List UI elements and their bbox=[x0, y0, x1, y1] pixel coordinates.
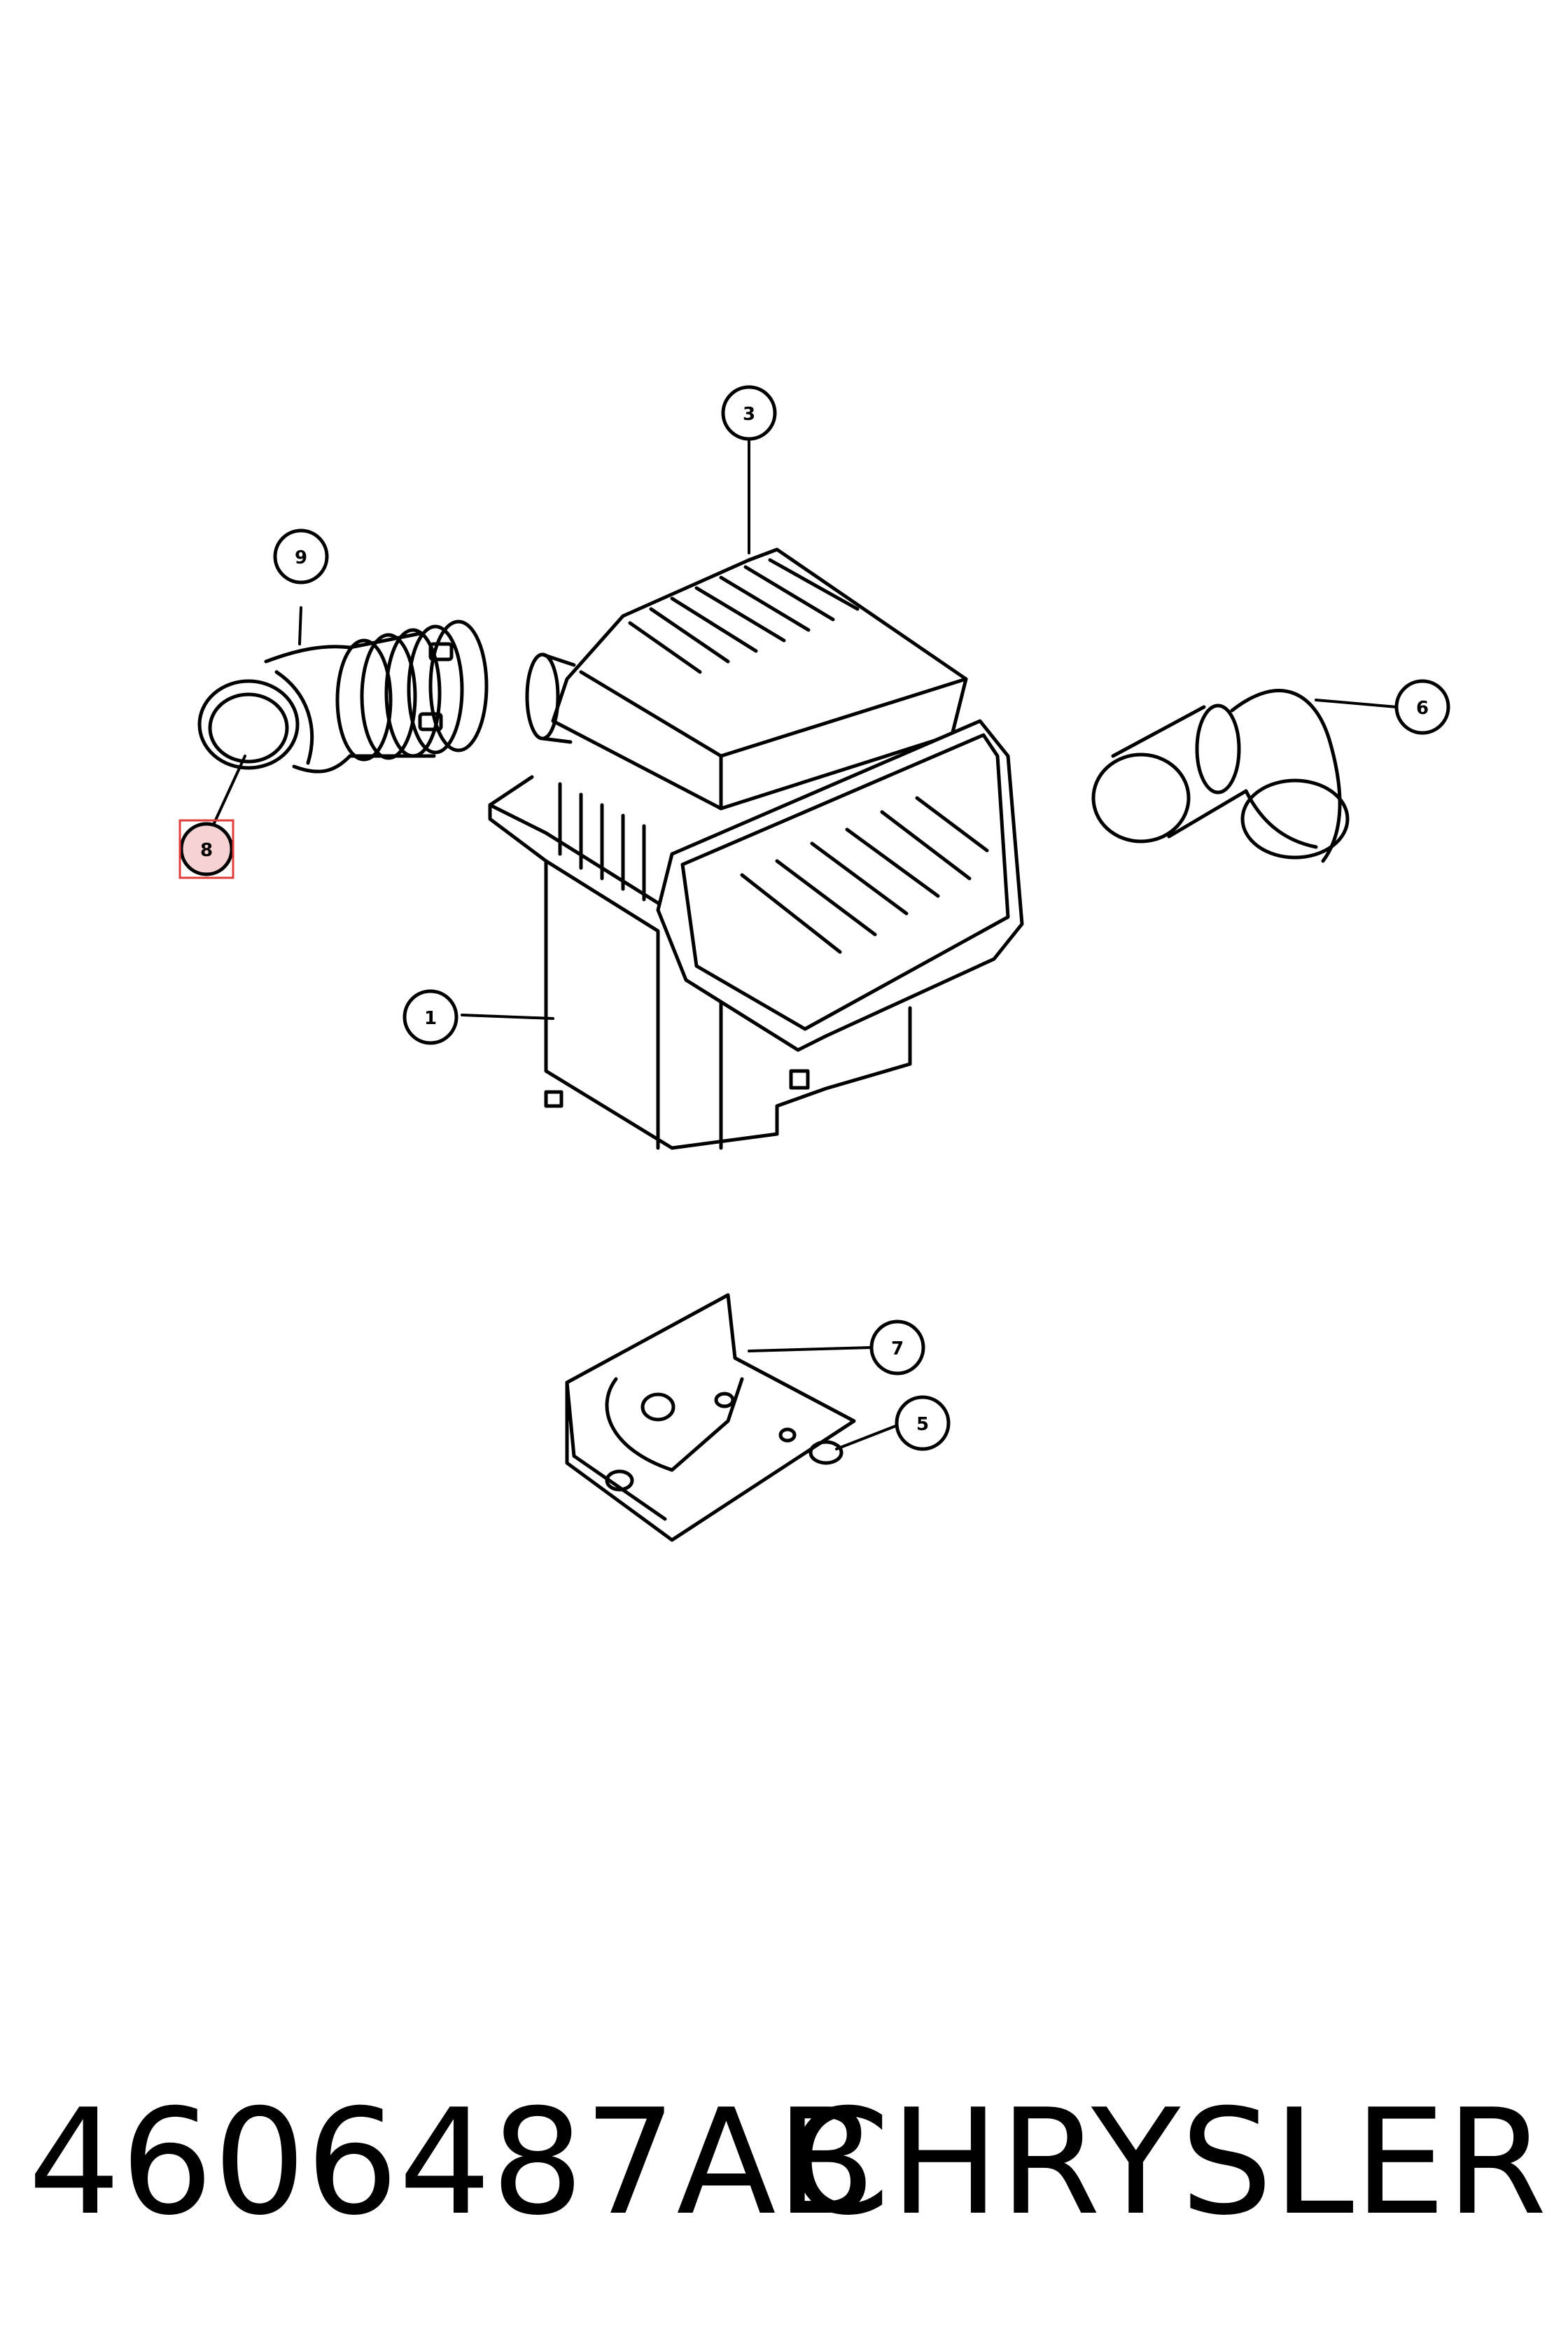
callout-6: 6 bbox=[1394, 679, 1450, 735]
outlet-elbow-part bbox=[1091, 689, 1350, 863]
callout-9: 9 bbox=[273, 528, 329, 584]
air-cleaner-housing-part bbox=[488, 547, 1024, 1150]
callout-8[interactable]: 8 bbox=[178, 819, 234, 879]
brand-name: CHRYSLER bbox=[788, 2078, 1547, 2248]
callout-3: 3 bbox=[721, 385, 777, 441]
part-number: 4606487AB bbox=[28, 2078, 876, 2248]
callout-label-5: 5 bbox=[916, 1414, 929, 1435]
callout-label-6: 6 bbox=[1416, 698, 1429, 719]
callout-label-8: 8 bbox=[200, 840, 213, 861]
footer: 4606487AB CHRYSLER bbox=[28, 2072, 1547, 2254]
callout-label-1: 1 bbox=[424, 1008, 437, 1029]
callout-label-3: 3 bbox=[743, 404, 755, 425]
callout-label-7: 7 bbox=[891, 1338, 904, 1359]
callout-7: 7 bbox=[869, 1320, 925, 1376]
callout-5: 5 bbox=[895, 1395, 951, 1451]
intake-hose-part bbox=[197, 620, 489, 774]
mounting-bracket-part bbox=[565, 1293, 856, 1542]
callout-label-9: 9 bbox=[295, 547, 307, 568]
callout-1: 1 bbox=[402, 989, 458, 1045]
leader-lines bbox=[212, 437, 1398, 1450]
